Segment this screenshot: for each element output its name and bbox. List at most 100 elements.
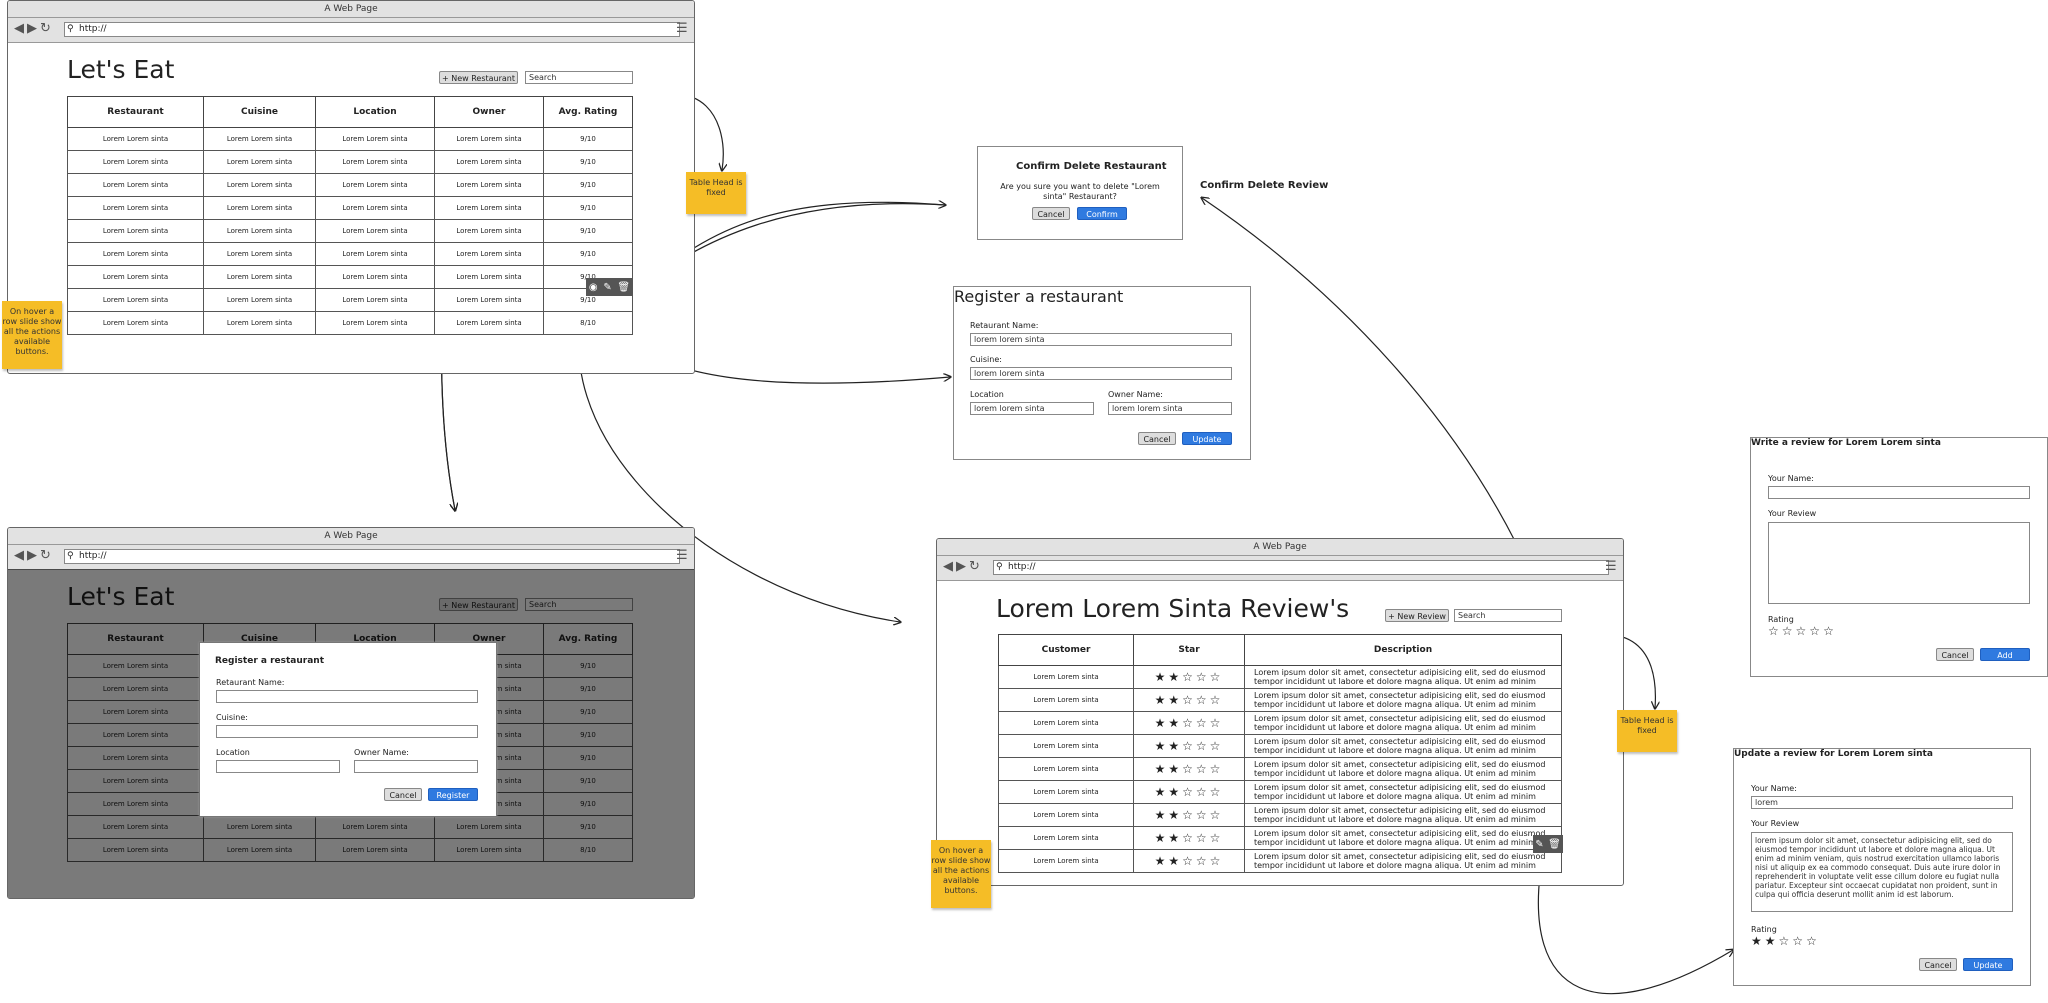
column-header[interactable]: Star <box>1133 634 1245 666</box>
cancel-button[interactable]: Cancel <box>1936 648 1974 661</box>
star-icon[interactable]: ☆ <box>1795 624 1810 638</box>
update-button[interactable]: Update <box>1963 958 2013 971</box>
star-icon[interactable]: ★ <box>1154 854 1169 868</box>
star-icon[interactable]: ☆ <box>1209 854 1224 868</box>
star-icon[interactable]: ★ <box>1168 716 1183 730</box>
nav-arrows-icon[interactable]: ◀▶↻ <box>943 559 983 574</box>
star-icon[interactable]: ★ <box>1168 854 1183 868</box>
star-icon[interactable]: ☆ <box>1809 624 1824 638</box>
table-row[interactable]: Lorem Lorem sinta★★☆☆☆Lorem ipsum dolor … <box>998 803 1562 827</box>
url-bar[interactable]: ⚲ http:// <box>993 560 1609 575</box>
column-header[interactable]: Owner <box>434 96 544 128</box>
star-icon[interactable]: ★ <box>1751 934 1765 948</box>
star-icon[interactable]: ☆ <box>1209 693 1224 707</box>
star-icon[interactable]: ★ <box>1154 831 1169 845</box>
owner-input[interactable]: lorem lorem sinta <box>1108 402 1232 415</box>
star-icon[interactable]: ☆ <box>1182 854 1196 868</box>
table-row[interactable]: Lorem Lorem sinta★★☆☆☆Lorem ipsum dolor … <box>998 665 1562 689</box>
cuisine-input[interactable] <box>216 725 478 738</box>
your-name-input[interactable] <box>1768 486 2030 499</box>
new-restaurant-button[interactable]: + New Restaurant <box>439 71 518 84</box>
new-review-button[interactable]: + New Review <box>1385 609 1449 622</box>
star-icon[interactable]: ★ <box>1168 670 1183 684</box>
star-icon[interactable]: ☆ <box>1195 693 1210 707</box>
cancel-button[interactable]: Cancel <box>1919 958 1957 971</box>
star-icon[interactable]: ★ <box>1154 716 1169 730</box>
hamburger-menu-icon[interactable]: ☰ <box>1605 559 1617 574</box>
location-input[interactable] <box>216 760 340 773</box>
table-row[interactable]: Lorem Lorem sinta★★☆☆☆Lorem ipsum dolor … <box>998 688 1562 712</box>
rating-stars[interactable]: ★★☆☆☆ <box>1751 934 1820 948</box>
star-icon[interactable]: ★ <box>1764 934 1779 948</box>
star-icon[interactable]: ☆ <box>1209 808 1224 822</box>
trash-icon[interactable]: 🗑 <box>1548 838 1561 850</box>
update-button[interactable]: Update <box>1182 432 1232 445</box>
column-header[interactable]: Avg. Rating <box>543 96 633 128</box>
table-row[interactable]: Lorem Lorem sinta★★☆☆☆Lorem ipsum dolor … <box>998 849 1562 873</box>
table-row[interactable]: Lorem Lorem sinta★★☆☆☆Lorem ipsum dolor … <box>998 757 1562 781</box>
location-input[interactable]: lorem lorem sinta <box>970 402 1094 415</box>
nav-arrows-icon[interactable]: ◀▶↻ <box>14 548 54 563</box>
column-header[interactable]: Description <box>1244 634 1562 666</box>
star-icon[interactable]: ☆ <box>1195 785 1210 799</box>
star-icon[interactable]: ☆ <box>1182 831 1196 845</box>
star-icon[interactable]: ☆ <box>1195 670 1210 684</box>
cancel-button[interactable]: Cancel <box>1138 432 1176 445</box>
url-bar[interactable]: ⚲ http:// <box>64 22 680 37</box>
star-icon[interactable]: ★ <box>1168 739 1183 753</box>
url-bar[interactable]: ⚲ http:// <box>64 549 680 564</box>
star-icon[interactable]: ☆ <box>1195 831 1210 845</box>
star-icon[interactable]: ☆ <box>1182 670 1196 684</box>
star-icon[interactable]: ☆ <box>1209 762 1224 776</box>
star-icon[interactable]: ☆ <box>1823 624 1837 638</box>
star-icon[interactable]: ☆ <box>1195 762 1210 776</box>
star-icon[interactable]: ☆ <box>1182 739 1196 753</box>
star-icon[interactable]: ☆ <box>1195 808 1210 822</box>
your-review-textarea[interactable]: lorem ipsum dolor sit amet, consectetur … <box>1751 832 2013 912</box>
column-header[interactable]: Cuisine <box>203 96 316 128</box>
star-icon[interactable]: ★ <box>1154 693 1169 707</box>
star-icon[interactable]: ☆ <box>1195 854 1210 868</box>
star-icon[interactable]: ☆ <box>1209 739 1224 753</box>
star-icon[interactable]: ★ <box>1154 739 1169 753</box>
star-icon[interactable]: ★ <box>1154 670 1169 684</box>
star-icon[interactable]: ★ <box>1168 808 1183 822</box>
star-icon[interactable]: ★ <box>1168 785 1183 799</box>
star-icon[interactable]: ☆ <box>1806 934 1820 948</box>
star-icon[interactable]: ☆ <box>1182 808 1196 822</box>
star-icon[interactable]: ☆ <box>1182 693 1196 707</box>
star-icon[interactable]: ☆ <box>1209 831 1224 845</box>
star-icon[interactable]: ☆ <box>1768 624 1782 638</box>
table-row[interactable]: Lorem Lorem sinta★★☆☆☆Lorem ipsum dolor … <box>998 734 1562 758</box>
star-icon[interactable]: ☆ <box>1182 716 1196 730</box>
trash-icon[interactable]: 🗑 <box>617 281 631 293</box>
table-row[interactable]: Lorem Lorem sinta★★☆☆☆Lorem ipsum dolor … <box>998 711 1562 735</box>
star-icon[interactable]: ★ <box>1154 762 1169 776</box>
star-icon[interactable]: ☆ <box>1182 785 1196 799</box>
hamburger-menu-icon[interactable]: ☰ <box>676 21 688 36</box>
register-button[interactable]: Register <box>428 788 478 801</box>
rating-stars[interactable]: ☆☆☆☆☆ <box>1768 624 1837 638</box>
star-icon[interactable]: ☆ <box>1781 624 1796 638</box>
owner-input[interactable] <box>354 760 478 773</box>
star-icon[interactable]: ★ <box>1168 831 1183 845</box>
restaurant-name-input[interactable]: lorem lorem sinta <box>970 333 1232 346</box>
hamburger-menu-icon[interactable]: ☰ <box>676 548 688 563</box>
your-review-textarea[interactable] <box>1768 522 2030 604</box>
star-icon[interactable]: ☆ <box>1195 739 1210 753</box>
add-button[interactable]: Add <box>1980 648 2030 661</box>
pencil-icon[interactable]: ✎ <box>1535 838 1544 850</box>
star-icon[interactable]: ★ <box>1154 785 1169 799</box>
star-icon[interactable]: ★ <box>1168 693 1183 707</box>
your-name-input[interactable]: lorem <box>1751 796 2013 809</box>
cancel-button[interactable]: Cancel <box>1032 207 1070 220</box>
